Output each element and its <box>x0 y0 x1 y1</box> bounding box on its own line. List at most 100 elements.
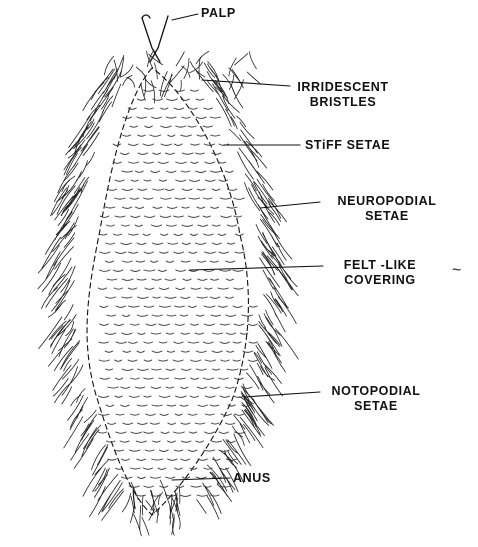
bristle-stroke <box>249 52 256 69</box>
felt-dash <box>166 477 175 478</box>
felt-dash <box>152 351 162 352</box>
bristle-stroke <box>106 69 118 89</box>
felt-dash <box>116 414 124 415</box>
felt-dash <box>99 234 106 235</box>
bristle-stroke <box>105 70 122 97</box>
felt-dash <box>227 189 237 190</box>
bristle-stroke <box>126 77 134 87</box>
felt-dash <box>143 468 152 469</box>
felt-dash <box>204 468 212 469</box>
felt-dash <box>165 153 174 154</box>
felt-dash <box>152 369 161 370</box>
felt-dash <box>188 450 197 451</box>
felt-dash <box>205 288 212 289</box>
felt-dash <box>211 423 218 424</box>
felt-dash <box>182 225 193 226</box>
felt-dash <box>115 216 125 217</box>
felt-dash <box>219 180 228 181</box>
label-irridescent-bristles-line1: IRRIDESCENT <box>287 80 399 95</box>
felt-dash <box>123 135 131 136</box>
bristle-stroke <box>237 116 246 127</box>
label-notopodial-setae: NOTOPODIAL SETAE <box>322 384 430 414</box>
felt-dash <box>128 342 137 343</box>
felt-dash <box>190 468 197 469</box>
felt-dash <box>128 306 139 307</box>
felt-dash <box>188 342 199 343</box>
felt-dash <box>121 387 130 388</box>
felt-dash <box>166 117 176 118</box>
felt-dash <box>98 288 106 289</box>
felt-dash <box>116 252 126 253</box>
felt-dash <box>226 459 237 460</box>
felt-dash <box>203 342 213 343</box>
felt-dash <box>99 414 109 415</box>
bristle-stroke <box>82 420 94 440</box>
felt-dash <box>166 333 173 334</box>
bristle-stroke <box>256 224 267 243</box>
felt-dash <box>129 234 139 235</box>
felt-dash <box>190 90 198 91</box>
felt-dash <box>131 378 140 379</box>
felt-dash <box>198 261 206 262</box>
bristle-stroke <box>51 320 70 346</box>
felt-dash <box>205 432 215 433</box>
felt-dash <box>205 414 214 415</box>
bristle-stroke <box>84 410 96 422</box>
label-stiff-setae-text: STiFF SETAE <box>305 138 390 152</box>
felt-dash <box>203 198 212 199</box>
label-neuropodial-setae-line1: NEUROPODIAL <box>328 194 446 209</box>
bristle-stroke <box>240 135 257 161</box>
felt-dash <box>174 234 183 235</box>
felt-dash <box>123 351 131 352</box>
felt-dash <box>159 450 168 451</box>
felt-dash <box>107 423 115 424</box>
felt-dash <box>137 297 148 298</box>
felt-dash <box>182 207 189 208</box>
felt-dash <box>204 144 215 145</box>
felt-dash <box>108 387 119 388</box>
felt-dash <box>167 315 176 316</box>
felt-dash <box>190 396 198 397</box>
felt-dash <box>248 324 257 325</box>
felt-dash <box>131 468 141 469</box>
felt-dash <box>233 342 241 343</box>
felt-dash <box>100 306 108 307</box>
felt-dash <box>249 306 257 307</box>
bristle-stroke <box>159 492 163 504</box>
felt-dash <box>189 432 196 433</box>
felt-dash <box>136 441 146 442</box>
felt-dash <box>190 234 197 235</box>
felt-dash <box>98 396 108 397</box>
felt-dash <box>197 369 207 370</box>
felt-dash <box>153 207 162 208</box>
bristle-stroke <box>52 186 69 216</box>
felt-dash <box>174 342 183 343</box>
felt-dash <box>166 261 173 262</box>
felt-dash <box>242 387 252 388</box>
felt-dash <box>128 288 136 289</box>
felt-dash <box>173 360 183 361</box>
bristle-stroke <box>150 490 158 515</box>
felt-dash <box>198 459 207 460</box>
label-neuropodial-setae-line2: SETAE <box>328 209 446 224</box>
felt-dash <box>210 387 219 388</box>
felt-dash <box>146 414 156 415</box>
felt-dash <box>175 90 185 91</box>
felt-dash <box>161 126 172 127</box>
bristle-stroke <box>190 62 205 77</box>
felt-dash <box>138 477 146 478</box>
label-irridescent-bristles-line2: BRISTLES <box>287 95 399 110</box>
felt-dash <box>212 153 221 154</box>
felt-dash <box>159 180 166 181</box>
felt-dash <box>225 297 233 298</box>
felt-dash <box>122 189 133 190</box>
felt-dash <box>189 198 200 199</box>
felt-dash <box>131 216 140 217</box>
bristle-stroke <box>39 317 62 349</box>
felt-dash <box>144 486 154 487</box>
felt-dash <box>191 144 200 145</box>
bristle-stroke <box>275 299 286 317</box>
felt-dash <box>220 342 229 343</box>
felt-dash <box>167 405 176 406</box>
felt-dash <box>190 360 200 361</box>
